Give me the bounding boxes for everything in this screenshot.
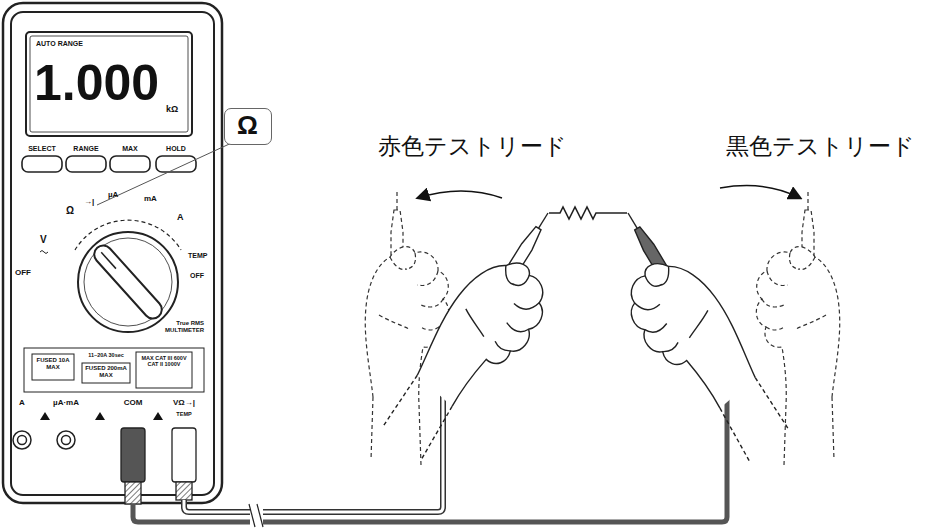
jack-label: COM — [124, 398, 143, 407]
rating-text: 11~20A 30sec — [77, 352, 135, 358]
buttons — [156, 156, 196, 172]
dial-label: µA — [108, 190, 118, 199]
ghost-probe — [807, 192, 808, 210]
wire-break — [257, 504, 263, 527]
lcd-display — [30, 36, 188, 132]
wire-break — [250, 504, 263, 528]
buttons — [110, 156, 150, 172]
display-reading: 1.000 — [34, 58, 159, 108]
rating-text: MAX CAT III 600V CAT II 1000V — [138, 355, 190, 368]
rotary-dial — [84, 238, 172, 326]
motion-arrow — [720, 186, 800, 198]
model-text: True RMS MULTIMETER — [150, 320, 204, 334]
display-unit: kΩ — [166, 104, 178, 114]
input-jacks — [13, 431, 31, 449]
red-plug — [172, 428, 196, 482]
rotary-dial — [101, 252, 116, 268]
hand — [375, 244, 561, 473]
jack-markers — [153, 412, 163, 420]
button-label: SELECT — [28, 145, 56, 153]
jack-label: A — [19, 398, 25, 407]
ghost-probe — [396, 192, 397, 210]
motion-arrow — [418, 191, 502, 198]
black-plug — [121, 428, 145, 504]
red-plug — [172, 428, 196, 500]
dial-label: A — [177, 212, 184, 222]
dial-label: TEMP — [188, 252, 207, 260]
rotary-dial — [91, 242, 166, 322]
dial-label: mA — [144, 194, 157, 203]
input-jacks — [18, 436, 27, 445]
jack-markers — [40, 412, 163, 420]
button-label: MAX — [122, 145, 138, 153]
hand — [375, 244, 797, 475]
button-label: HOLD — [166, 145, 186, 153]
multimeter-body — [3, 3, 222, 503]
jack-markers — [95, 412, 105, 420]
wire-break — [249, 504, 263, 528]
red-test-probe — [538, 213, 548, 228]
buttons — [22, 156, 62, 172]
lcd-display — [26, 32, 192, 136]
wire-break — [249, 504, 255, 527]
dial-label: OFF — [190, 272, 204, 280]
callout-box: Ω — [224, 108, 272, 145]
buttons — [22, 156, 196, 172]
multimeter-body — [3, 3, 222, 503]
jack-markers — [40, 412, 50, 420]
jack-label: TEMP — [176, 411, 191, 417]
multimeter-body — [11, 12, 214, 495]
rating-panel — [24, 348, 204, 392]
rating-panel — [82, 363, 130, 383]
ghost-hand — [756, 247, 839, 465]
rotary-dial — [40, 251, 48, 254]
rating-panel — [24, 348, 204, 392]
black-plug — [125, 482, 141, 504]
input-jacks — [13, 431, 75, 449]
leader-line — [97, 140, 238, 205]
rotary-dial — [40, 220, 181, 332]
dial-label: OFF — [15, 268, 31, 277]
rating-panel — [136, 352, 192, 388]
jack-label: µA·mA — [53, 398, 79, 407]
dial-label: →| — [84, 197, 94, 206]
black-plug — [121, 428, 145, 482]
motion-arrow — [418, 186, 800, 198]
input-jacks — [62, 436, 71, 445]
button-label: RANGE — [73, 145, 98, 153]
display-mode: AUTO RANGE — [36, 40, 83, 48]
red-plug — [176, 482, 192, 500]
rotary-dial — [91, 242, 166, 322]
input-jacks — [57, 431, 75, 449]
rating-panel — [32, 354, 74, 380]
rotary-dial — [78, 232, 178, 332]
dial-label: Ω — [66, 205, 74, 217]
lead-label: 黒色テストリード — [726, 133, 915, 159]
ghost-probe — [390, 192, 815, 302]
hand — [613, 245, 797, 475]
buttons — [66, 156, 106, 172]
lcd-display — [26, 32, 192, 136]
rating-text: FUSED 10A MAX — [34, 357, 72, 371]
dial-label: V — [40, 234, 47, 246]
callout-text: Ω — [237, 111, 259, 141]
resistor-symbol — [549, 207, 627, 219]
jack-label: VΩ→| — [173, 398, 195, 407]
black-test-probe — [628, 213, 637, 228]
lead-label: 赤色テストリード — [378, 133, 567, 159]
rating-text: FUSED 200mA MAX — [84, 365, 128, 379]
